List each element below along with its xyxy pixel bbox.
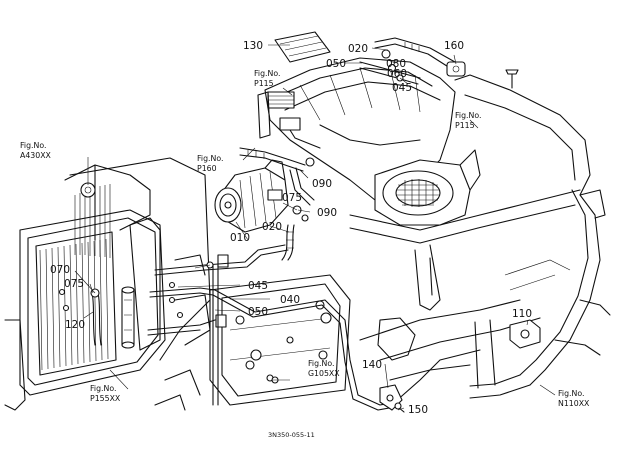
fig-ref-p155-line1: Fig.No. [90,384,116,393]
part-label-075-lower: 075 [64,278,84,290]
mounting-plate [209,254,351,406]
part-label-045-lower: 045 [248,280,268,292]
fig-ref-a430-line2: A430XX [20,151,52,160]
condenser-fins [39,238,109,371]
part-label-045-top: 045 [392,82,412,94]
part-labels: 130 020 050 080 060 045 160 090 075 090 … [50,40,532,416]
part-label-050-lower: 050 [248,306,268,318]
refrigerant-pipes [147,244,481,411]
fig-ref-p115-right-line2: P115 [455,121,475,130]
part-label-140: 140 [362,359,382,371]
part-label-010: 010 [230,232,250,244]
part-label-040: 040 [280,294,300,306]
figure-references: Fig.No. P115 Fig.No. P115 Fig.No. A430XX… [20,69,590,408]
part-label-020-top: 020 [348,43,368,55]
leader-lines [74,44,556,411]
chassis-frame [349,74,611,399]
fig-ref-p160-line1: Fig.No. [197,154,223,163]
part-label-020-mid: 020 [262,221,282,233]
fig-ref-a430-line1: Fig.No. [20,141,46,150]
fasteners [58,261,279,384]
fig-ref-g105-line2: G105XX [308,369,340,378]
fig-ref-n110-line1: Fig.No. [558,389,584,398]
fig-ref-p155-line2: P155XX [90,394,121,403]
fig-ref-p115-left-line1: Fig.No. [254,69,280,78]
part-label-090-lower: 090 [317,207,337,219]
part-label-080: 080 [386,58,406,70]
part-label-150: 150 [408,404,428,416]
drawing-code: 3N350-055-11 [268,431,315,439]
fig-ref-p115-left-line2: P115 [254,79,274,88]
radiator-cap [80,182,96,198]
part-label-070: 070 [50,264,70,276]
fig-ref-p160-line2: P160 [197,164,217,173]
filter-panel [274,31,331,63]
fig-ref-p115-right-line1: Fig.No. [455,111,481,120]
part-label-160: 160 [444,40,464,52]
fig-ref-g105-line1: Fig.No. [308,359,334,368]
mount-block [509,319,541,349]
part-label-110: 110 [512,308,532,320]
receiver-drier [121,286,135,349]
part-label-090-upper: 090 [312,178,332,190]
radiator-fins [74,184,111,258]
part-label-120: 120 [65,319,85,331]
part-label-050-top: 050 [326,58,346,70]
part-label-075-upper: 075 [282,192,302,204]
part-label-130: 130 [243,40,263,52]
ac-compressor [214,159,289,233]
fig-ref-n110-line2: N110XX [558,399,590,408]
blower-fan [374,149,481,226]
condenser-radiator-assembly [4,157,211,411]
bolt [394,402,405,413]
part-label-060: 060 [387,68,407,80]
